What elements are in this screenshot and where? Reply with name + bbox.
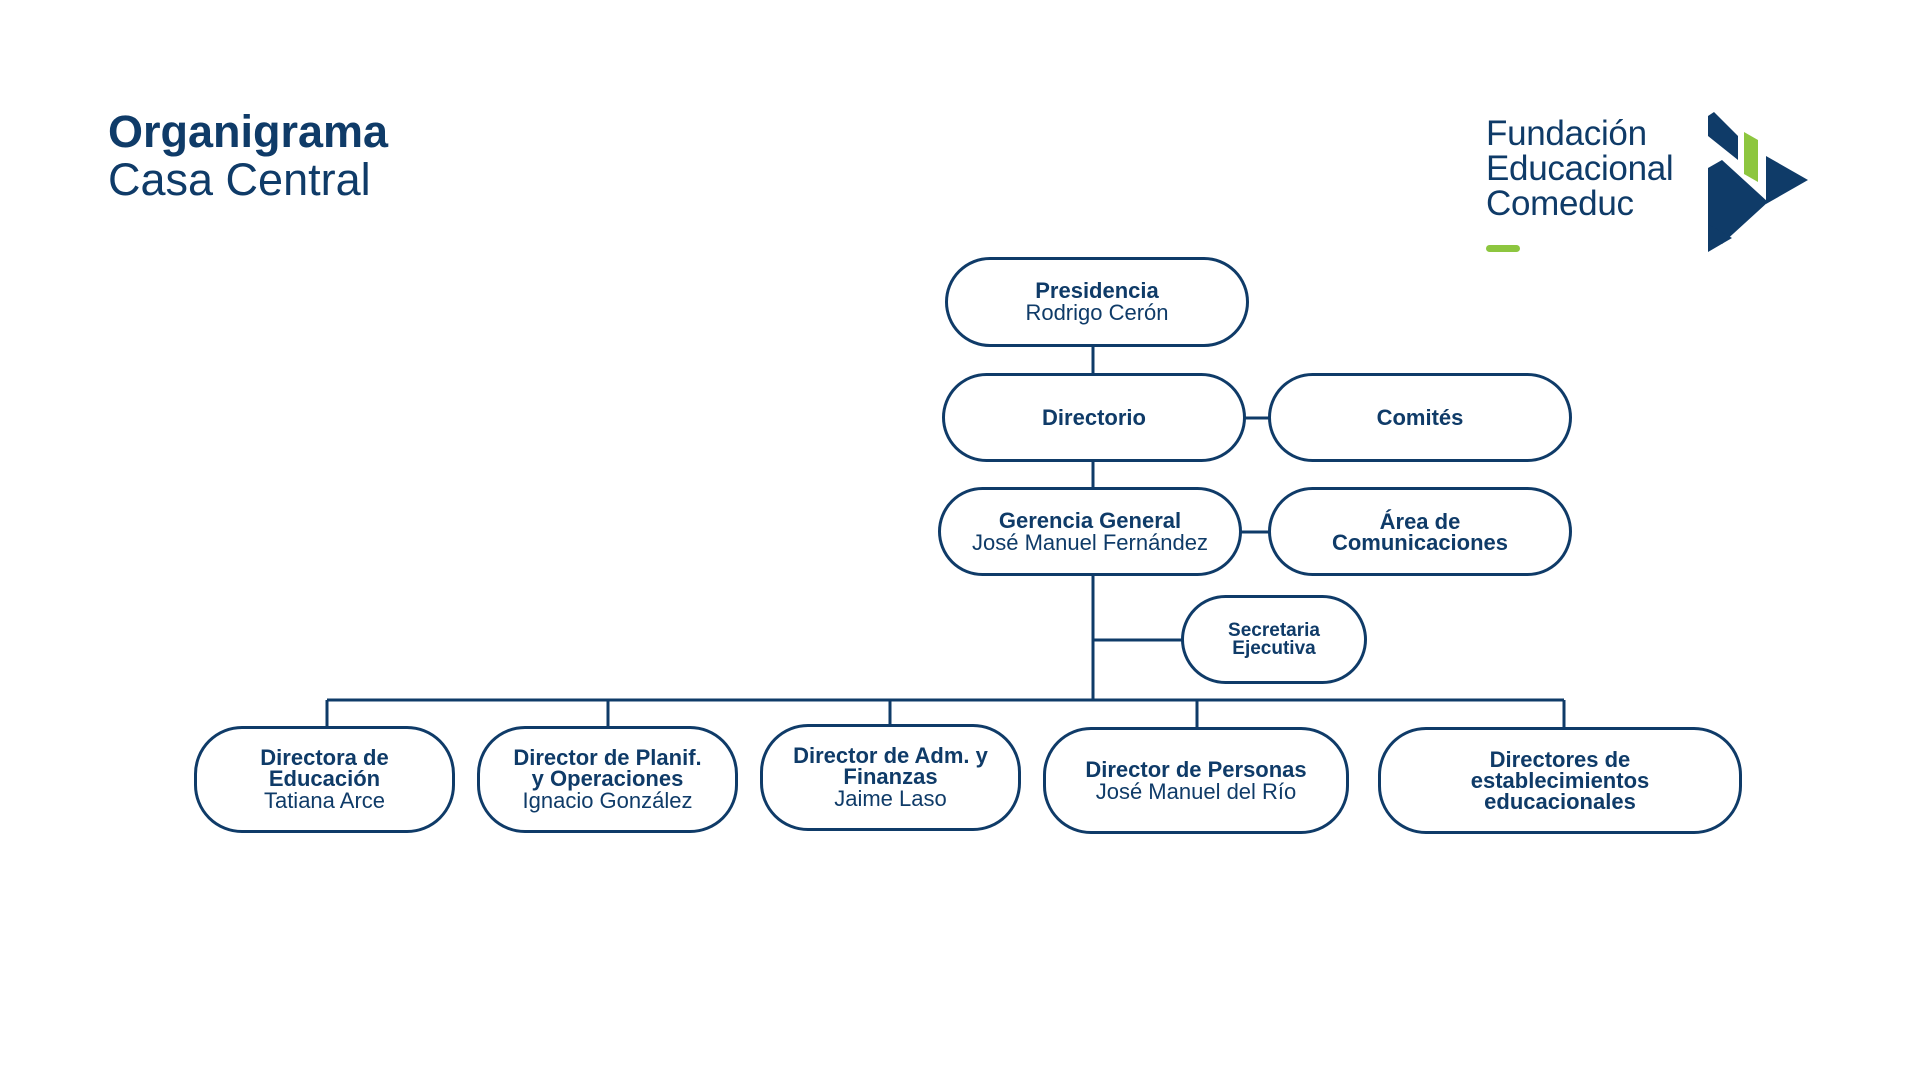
node-educacion-title: Directora de Educación — [260, 745, 389, 791]
node-presidencia-title: Presidencia — [1035, 278, 1159, 303]
node-planificacion-title: Director de Planif. y Operaciones — [513, 745, 702, 791]
node-planificacion: Director de Planif. y Operaciones Ignaci… — [477, 726, 738, 833]
logo-mark-icon — [1708, 112, 1808, 252]
node-personas-person: José Manuel del Río — [1095, 778, 1297, 804]
logo-line-3: Comeduc — [1486, 184, 1634, 223]
page-title: Organigrama — [108, 106, 389, 157]
title-block: Organigrama Casa Central — [108, 108, 388, 206]
node-directorio-title: Directorio — [1042, 405, 1146, 430]
node-comunicaciones-title: Área de Comunicaciones — [1331, 508, 1509, 555]
logo-line-1: Fundación — [1486, 114, 1647, 153]
node-establecimientos: Directores de establecimientos educacion… — [1378, 727, 1742, 834]
node-personas: Director de Personas José Manuel del Río — [1043, 727, 1349, 834]
node-gerencia-person: José Manuel Fernández — [971, 529, 1209, 555]
node-establecimientos-title: Directores de establecimientos educacion… — [1470, 747, 1650, 814]
logo: Fundación Educacional Comeduc — [1486, 112, 1838, 262]
node-gerencia-general: Gerencia General José Manuel Fernández — [938, 487, 1242, 576]
logo-dash — [1486, 245, 1520, 252]
node-secretaria-title: Secretaria Ejecutiva — [1228, 619, 1320, 659]
node-presidencia-person: Rodrigo Cerón — [1025, 300, 1169, 325]
node-presidencia: Presidencia Rodrigo Cerón — [945, 257, 1249, 347]
node-educacion: Directora de Educación Tatiana Arce — [194, 726, 455, 833]
node-educacion-person: Tatiana Arce — [263, 788, 386, 813]
node-comunicaciones: Área de Comunicaciones — [1268, 487, 1572, 576]
node-finanzas-person: Jaime Laso — [834, 786, 947, 811]
node-finanzas: Director de Adm. y Finanzas Jaime Laso — [760, 724, 1021, 831]
node-comites: Comités — [1268, 373, 1572, 462]
node-finanzas-title: Director de Adm. y Finanzas — [793, 743, 988, 789]
logo-text: Fundación Educacional Comeduc — [1486, 114, 1674, 223]
node-gerencia-title: Gerencia General — [998, 507, 1182, 533]
logo-line-2: Educacional — [1486, 149, 1674, 188]
node-comites-title: Comités — [1376, 405, 1464, 430]
node-directorio: Directorio — [942, 373, 1246, 462]
node-secretaria-ejecutiva: Secretaria Ejecutiva — [1181, 595, 1367, 684]
node-planificacion-person: Ignacio González — [522, 788, 693, 813]
page-subtitle: Casa Central — [108, 154, 371, 206]
node-personas-title: Director de Personas — [1085, 756, 1307, 782]
